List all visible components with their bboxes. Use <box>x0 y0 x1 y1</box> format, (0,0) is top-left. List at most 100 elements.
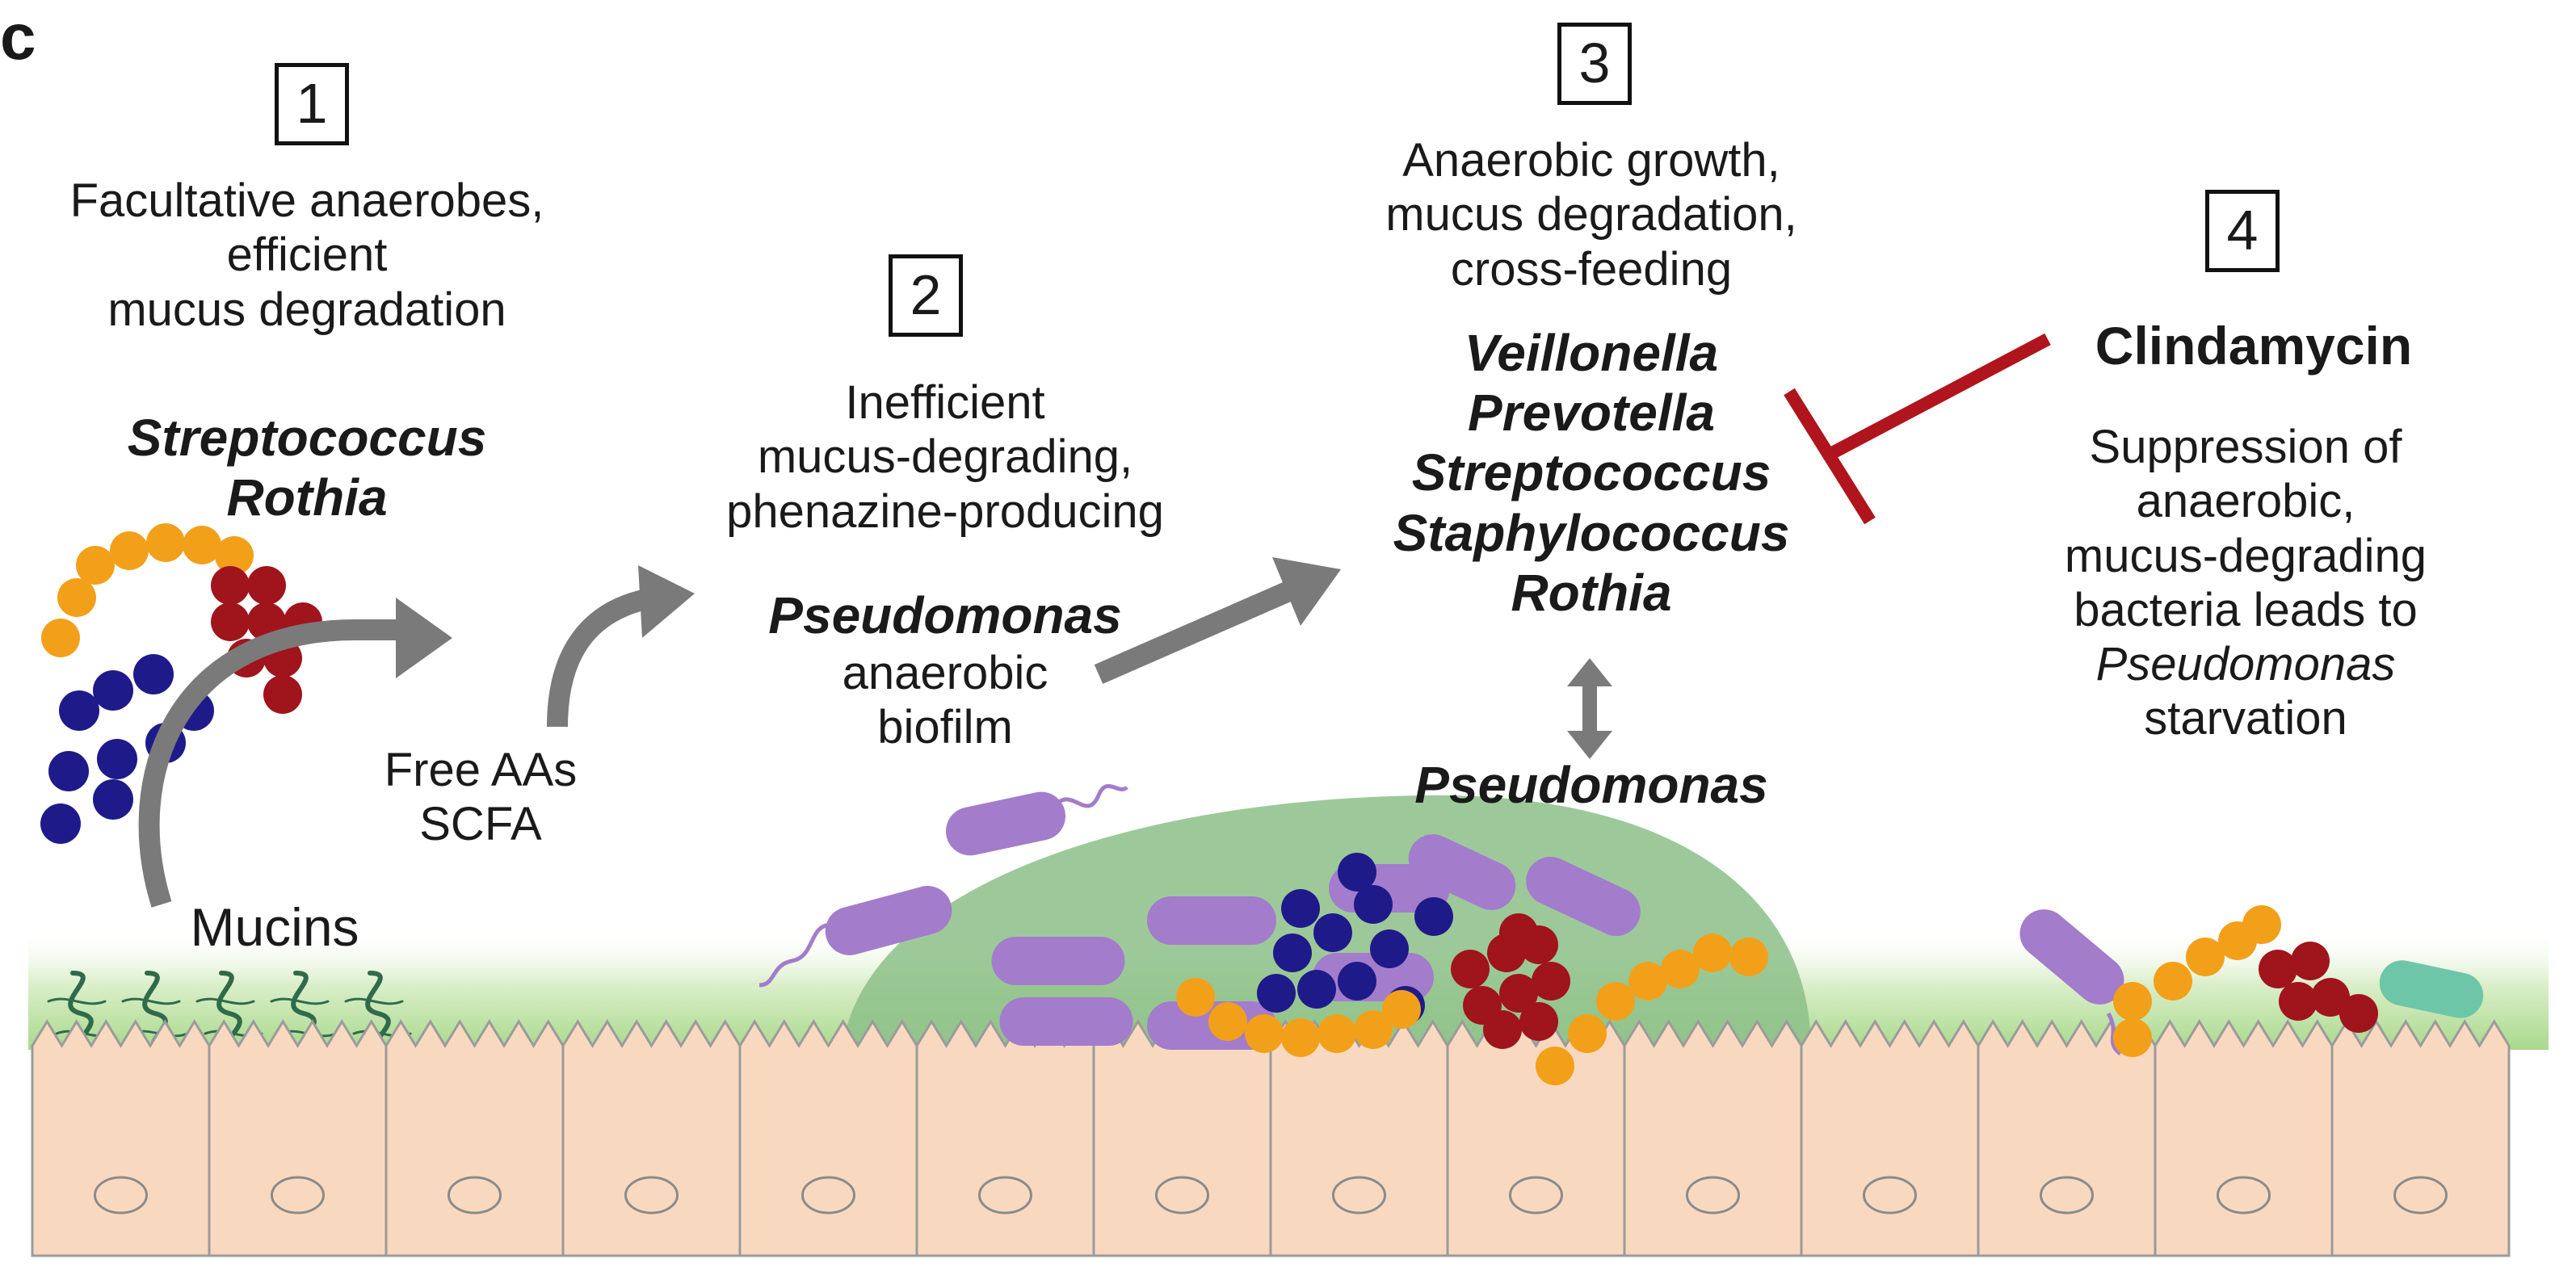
red-coccus <box>1499 974 1538 1013</box>
blue-coccus <box>1414 897 1453 936</box>
blue-coccus <box>1338 962 1376 1001</box>
blue-coccus <box>40 803 81 844</box>
taxon-label: Staphylococcus <box>1393 503 1790 562</box>
red-coccus <box>2291 942 2330 980</box>
red-coccus <box>1519 1002 1558 1041</box>
streptococcus-coccus <box>1176 978 1215 1017</box>
streptococcus-coccus <box>110 531 149 570</box>
streptococcus-coccus <box>1354 1010 1393 1049</box>
epithelial-cell <box>31 1019 211 1257</box>
taxon-label: Veillonella <box>1464 324 1719 382</box>
step-4-line: Suppression of <box>2089 421 2402 473</box>
blue-coccus <box>93 779 133 820</box>
step-4-line: bacteria leads to <box>2074 583 2418 636</box>
epithelial-cell <box>2154 1019 2334 1257</box>
streptococcus-coccus <box>1693 933 1732 972</box>
arrow-head-down <box>1567 731 1612 759</box>
cell-nucleus <box>1863 1176 1917 1215</box>
step-1-box: 1 <box>275 63 349 145</box>
step-4-text: Suppression of anaerobic, mucus-degradin… <box>1979 420 2512 746</box>
streptococcus-coccus <box>41 619 80 657</box>
products-label: Free AAs SCFA <box>347 743 614 852</box>
cell-nucleus <box>448 1176 502 1215</box>
blue-coccus <box>48 751 89 791</box>
cell-nucleus <box>1332 1176 1386 1215</box>
red-coccus <box>2259 950 2297 988</box>
cell-nucleus <box>2217 1176 2271 1215</box>
step-2-desc-line: biofilm <box>877 701 1013 754</box>
inhibition-line <box>1830 333 2051 459</box>
epithelial-cell <box>385 1019 565 1257</box>
blue-coccus <box>1281 889 1320 928</box>
epithelial-cells <box>31 1019 2511 1257</box>
streptococcus-coccus <box>1382 990 1421 1029</box>
streptococcus-coccus <box>2154 962 2192 1001</box>
rod-bacterium <box>1147 896 1276 945</box>
taxon-label: Streptococcus <box>1411 443 1771 502</box>
blue-coccus <box>1338 853 1376 892</box>
streptococcus-coccus <box>1536 1047 1574 1085</box>
red-coccus <box>1532 962 1570 1001</box>
panel-label: c <box>0 1 36 73</box>
step-3-box: 3 <box>1557 23 1632 105</box>
blue-coccus <box>93 670 133 711</box>
red-coccus <box>211 602 250 641</box>
taxon-label: Streptococcus <box>127 409 487 467</box>
blue-coccus <box>133 654 174 694</box>
red-coccus <box>211 566 250 605</box>
blue-coccus <box>1273 933 1312 972</box>
step-3-taxa: Veillonella Prevotella Streptococcus Sta… <box>1292 323 1890 623</box>
red-coccus <box>2339 994 2378 1033</box>
step-3-line: cross-feeding <box>1450 242 1733 296</box>
streptococcus-coccus <box>1729 938 1768 976</box>
step-3-partner: Pseudomonas <box>1414 756 1768 814</box>
step-4-line: mucus-degrading <box>2064 529 2427 582</box>
blue-coccus <box>1297 970 1336 1009</box>
epithelial-cell <box>1623 1019 1803 1257</box>
epithelial-cell <box>1446 1019 1626 1257</box>
arrow-pseudomonas-to-anaerobes <box>1094 580 1297 684</box>
streptococcus-coccus <box>57 578 96 617</box>
step-4-line: starvation <box>2144 692 2347 745</box>
step-3-line: Anaerobic growth, <box>1402 134 1780 187</box>
streptococcus-coccus <box>2113 1018 2152 1057</box>
product-label: SCFA <box>419 798 542 851</box>
taxon-label: Rothia <box>1511 563 1672 622</box>
rod-bacterium <box>825 886 952 955</box>
step-2-line: Inefficient <box>845 376 1045 429</box>
taxon-label: Rothia <box>226 468 388 527</box>
red-coccus <box>2311 978 2350 1017</box>
blue-coccus <box>1370 929 1409 968</box>
arrow-products-to-pseudomonas <box>547 589 649 728</box>
epithelial-cell <box>561 1019 742 1257</box>
streptococcus-coccus <box>1628 962 1667 1001</box>
step-4-italic-line: Pseudomonas <box>2095 638 2396 691</box>
step-2-taxon: Pseudomonas <box>768 586 1122 644</box>
streptococcus-coccus <box>1281 1018 1320 1057</box>
cell-nucleus <box>1155 1176 1209 1215</box>
blue-coccus <box>1354 885 1393 924</box>
blue-coccus <box>97 739 137 779</box>
streptococcus-coccus <box>1661 950 1700 988</box>
inhibition-bar <box>1784 388 1876 525</box>
taxon-label: Prevotella <box>1468 384 1715 443</box>
step-3-line: mucus degradation, <box>1385 188 1797 241</box>
streptococcus-coccus <box>183 526 221 564</box>
product-label: Free AAs <box>384 744 578 796</box>
red-coccus <box>1451 950 1490 988</box>
rod-bacterium <box>1526 856 1641 937</box>
arrow-head-2 <box>638 565 695 638</box>
step-1-line: Facultative anaerobes, <box>69 174 544 227</box>
epithelial-cell <box>208 1019 388 1257</box>
rod-bacterium <box>2019 909 2124 1005</box>
rod-bacterium <box>945 791 1066 856</box>
step-2-line: phenazine-producing <box>726 485 1164 538</box>
streptococcus-coccus <box>2186 938 2225 976</box>
step-1-taxa: Streptococcus Rothia <box>48 408 565 527</box>
step-2-desc: anaerobic biofilm <box>687 646 1204 755</box>
epithelial-cell <box>738 1019 918 1257</box>
cell-nucleus <box>801 1176 855 1215</box>
arrow-head-up <box>1567 658 1612 686</box>
cell-nucleus <box>1686 1176 1740 1215</box>
cell-nucleus <box>94 1176 148 1215</box>
